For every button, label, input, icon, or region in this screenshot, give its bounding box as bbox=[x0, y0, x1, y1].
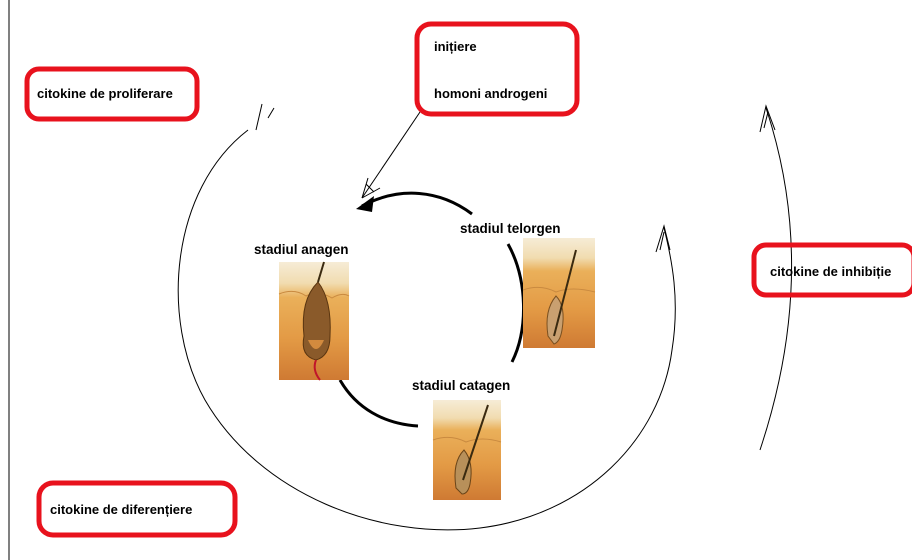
inner-arc-bottom bbox=[340, 380, 418, 426]
box-diferentiere-text: citokine de diferențiere bbox=[50, 502, 192, 517]
initiere-arrow-line bbox=[362, 112, 420, 198]
box-inhibitie-text: citokine de inhibiție bbox=[770, 264, 891, 279]
box-proliferare-text: citokine de proliferare bbox=[37, 86, 173, 101]
box-initiere: inițiere homoni androgeni bbox=[417, 24, 577, 114]
box-inhibitie: citokine de inhibiție bbox=[754, 245, 912, 295]
box-initiere-line1: inițiere bbox=[434, 39, 477, 54]
box-initiere-line2: homoni androgeni bbox=[434, 86, 547, 101]
catagen-follicle-image bbox=[433, 400, 501, 500]
stage-telogen-label: stadiul telorgen bbox=[460, 221, 561, 236]
stage-anagen-label: stadiul anagen bbox=[254, 242, 349, 257]
right-outer-arrow bbox=[760, 108, 792, 450]
inner-arc-top bbox=[362, 193, 472, 214]
outer-arc-arrowhead bbox=[656, 226, 670, 252]
inner-arc-right bbox=[508, 244, 524, 362]
outer-arc-tick bbox=[256, 104, 274, 130]
box-proliferare: citokine de proliferare bbox=[27, 69, 197, 119]
stage-catagen-label: stadiul catagen bbox=[412, 378, 510, 393]
box-diferentiere: citokine de diferențiere bbox=[39, 483, 235, 535]
initiere-arrowhead bbox=[362, 178, 380, 198]
inner-arc-top-arrowhead bbox=[356, 196, 374, 212]
telogen-follicle-image bbox=[523, 238, 595, 348]
outer-cycle-arc bbox=[178, 130, 675, 530]
anagen-follicle-image bbox=[279, 262, 349, 380]
